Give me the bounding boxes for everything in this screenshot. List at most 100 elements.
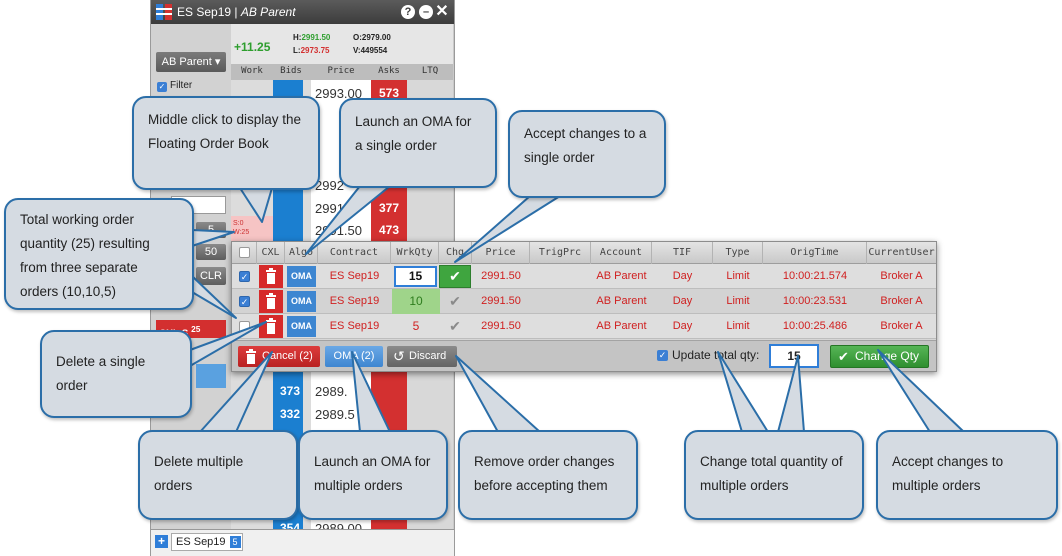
ladder-bid[interactable]: 354 bbox=[279, 521, 300, 529]
ladder-bid[interactable]: 332 bbox=[279, 407, 300, 421]
update-total-label: Update total qty: bbox=[672, 348, 760, 362]
algo-oma-button[interactable]: OMA bbox=[287, 266, 316, 287]
clear-button[interactable]: CLR bbox=[196, 267, 226, 285]
accept-change-button[interactable]: ✔ bbox=[439, 265, 471, 288]
ladder-price: 2989. bbox=[315, 384, 348, 399]
qty-5-button[interactable]: 5 bbox=[196, 222, 226, 238]
order-account: AB Parent bbox=[596, 270, 647, 282]
account-dropdown[interactable]: AB Parent ▾ bbox=[156, 52, 226, 72]
market-stats: +11.25 H:2991.50 L:2973.75 O:2979.00 V:4… bbox=[231, 24, 453, 64]
change-qty-button[interactable]: ✔ Change Qty bbox=[830, 345, 929, 368]
ladder-ask[interactable]: 377 bbox=[378, 201, 400, 215]
add-tab-icon[interactable]: + bbox=[155, 535, 168, 548]
ladder-price: 2991.7 bbox=[315, 201, 355, 216]
header-currentuser[interactable]: CurrentUser bbox=[868, 247, 935, 258]
col-bids[interactable]: Bids bbox=[280, 66, 302, 76]
minimize-icon[interactable]: – bbox=[419, 5, 433, 19]
order-tif: Day bbox=[672, 295, 693, 307]
buy-area[interactable] bbox=[196, 364, 226, 388]
ladder-price: 2989.5 bbox=[315, 407, 355, 422]
order-type: Limit bbox=[726, 320, 750, 332]
ladder-column-headers: Work Bids Price Asks LTQ bbox=[231, 64, 453, 80]
filter-checkbox[interactable]: ✓ bbox=[157, 82, 167, 92]
window-titlebar: ES Sep19 | AB Parent ? – ✕ bbox=[151, 0, 454, 24]
algo-oma-button[interactable]: OMA bbox=[287, 291, 316, 312]
row-checkbox[interactable] bbox=[239, 321, 250, 332]
header-price[interactable]: Price bbox=[472, 242, 530, 264]
order-contract: ES Sep19 bbox=[329, 295, 380, 307]
ladder-price: 2991.50 bbox=[315, 223, 362, 238]
order-contract: ES Sep19 bbox=[329, 270, 380, 282]
close-icon[interactable]: ✕ bbox=[435, 3, 449, 20]
order-user: Broker A bbox=[880, 295, 923, 307]
checkmark-icon[interactable]: ✔ bbox=[449, 318, 461, 334]
header-origtime[interactable]: OrigTime bbox=[763, 242, 867, 264]
ladder-bid[interactable]: 373 bbox=[279, 384, 300, 398]
header-algo[interactable]: Algo bbox=[285, 242, 318, 264]
undo-icon: ↺ bbox=[393, 348, 405, 364]
header-type[interactable]: Type bbox=[713, 242, 763, 264]
ladder-price: 2989.00 bbox=[315, 521, 362, 529]
order-row[interactable]: OMA ES Sep19 5 ✔ 2991.50 AB Parent Day L… bbox=[232, 314, 936, 339]
header-trigprc[interactable]: TrigPrc bbox=[530, 242, 591, 264]
order-tif: Day bbox=[672, 320, 693, 332]
high-stat: H:2991.50 bbox=[293, 33, 331, 42]
trash-icon bbox=[246, 349, 256, 364]
callout-change-total: Change total quantity of multiple orders bbox=[684, 430, 864, 520]
header-chg[interactable]: Chg bbox=[439, 242, 472, 264]
callout-launch-oma: Launch an OMA for a single order bbox=[339, 98, 497, 188]
total-qty-input[interactable]: 15 bbox=[769, 344, 819, 368]
discard-button[interactable]: ↺ Discard bbox=[387, 346, 457, 367]
select-all-checkbox[interactable] bbox=[239, 247, 250, 258]
algo-oma-button[interactable]: OMA bbox=[287, 316, 316, 337]
col-asks[interactable]: Asks bbox=[378, 66, 400, 76]
sell-count: 25 bbox=[191, 324, 201, 334]
working-qty-cell[interactable]: 10 bbox=[392, 289, 440, 314]
order-price: 2991.50 bbox=[481, 320, 521, 332]
row-checkbox[interactable]: ✓ bbox=[239, 271, 250, 282]
checkmark-icon: ✔ bbox=[449, 268, 461, 284]
callout-launch-oma-multiple: Launch an OMA for multiple orders bbox=[298, 430, 448, 520]
ladder-ask[interactable]: 573 bbox=[378, 86, 400, 100]
header-wrkqty[interactable]: WrkQty bbox=[391, 242, 439, 264]
cancel-order-button[interactable] bbox=[259, 265, 283, 288]
checkmark-icon: ✔ bbox=[838, 349, 849, 364]
trash-icon bbox=[266, 293, 276, 309]
order-row[interactable]: ✓ OMA ES Sep19 10 ✔ 2991.50 AB Parent Da… bbox=[232, 289, 936, 314]
cancel-selected-button[interactable]: Cancel (2) bbox=[238, 346, 320, 367]
header-cxl[interactable]: CXL bbox=[257, 242, 285, 264]
row-checkbox[interactable]: ✓ bbox=[239, 296, 250, 307]
update-total-checkbox[interactable]: ✓ bbox=[657, 350, 668, 361]
callout-accept-single: Accept changes to a single order bbox=[508, 110, 666, 198]
qty-50-button[interactable]: 50 bbox=[196, 244, 226, 260]
header-account[interactable]: Account bbox=[591, 242, 652, 264]
col-work[interactable]: Work bbox=[241, 66, 263, 76]
volume-stat: V:449554 bbox=[353, 46, 388, 55]
oma-selected-button[interactable]: OMA (2) bbox=[325, 346, 383, 367]
window-title: ES Sep19 | AB Parent bbox=[177, 5, 296, 19]
callout-delete-single: Delete a single order bbox=[40, 330, 192, 418]
order-type: Limit bbox=[726, 295, 750, 307]
col-ltq[interactable]: LTQ bbox=[421, 66, 439, 76]
working-qty-input[interactable]: 15 bbox=[394, 266, 437, 287]
order-price: 2991.50 bbox=[481, 295, 521, 307]
help-icon[interactable]: ? bbox=[401, 5, 415, 19]
order-row[interactable]: ✓ OMA ES Sep19 15 ✔ 2991.50 AB Parent Da… bbox=[232, 264, 936, 289]
net-change: +11.25 bbox=[234, 40, 271, 54]
working-qty-cell[interactable]: 5 bbox=[412, 319, 420, 333]
header-contract[interactable]: Contract bbox=[318, 242, 391, 264]
callout-delete-multiple: Delete multiple orders bbox=[138, 430, 298, 520]
select-all-header[interactable] bbox=[232, 242, 257, 264]
order-user: Broker A bbox=[880, 270, 923, 282]
col-price[interactable]: Price bbox=[327, 66, 355, 76]
cancel-order-button[interactable] bbox=[259, 290, 283, 313]
cancel-order-button[interactable] bbox=[259, 315, 283, 338]
header-tif[interactable]: TIF bbox=[652, 242, 713, 264]
ladder-ask[interactable]: 473 bbox=[378, 223, 400, 237]
order-book-footer: Cancel (2) OMA (2) ↺ Discard ✓ Update to… bbox=[232, 340, 936, 371]
order-contract: ES Sep19 bbox=[329, 320, 380, 332]
checkmark-icon[interactable]: ✔ bbox=[449, 293, 461, 309]
